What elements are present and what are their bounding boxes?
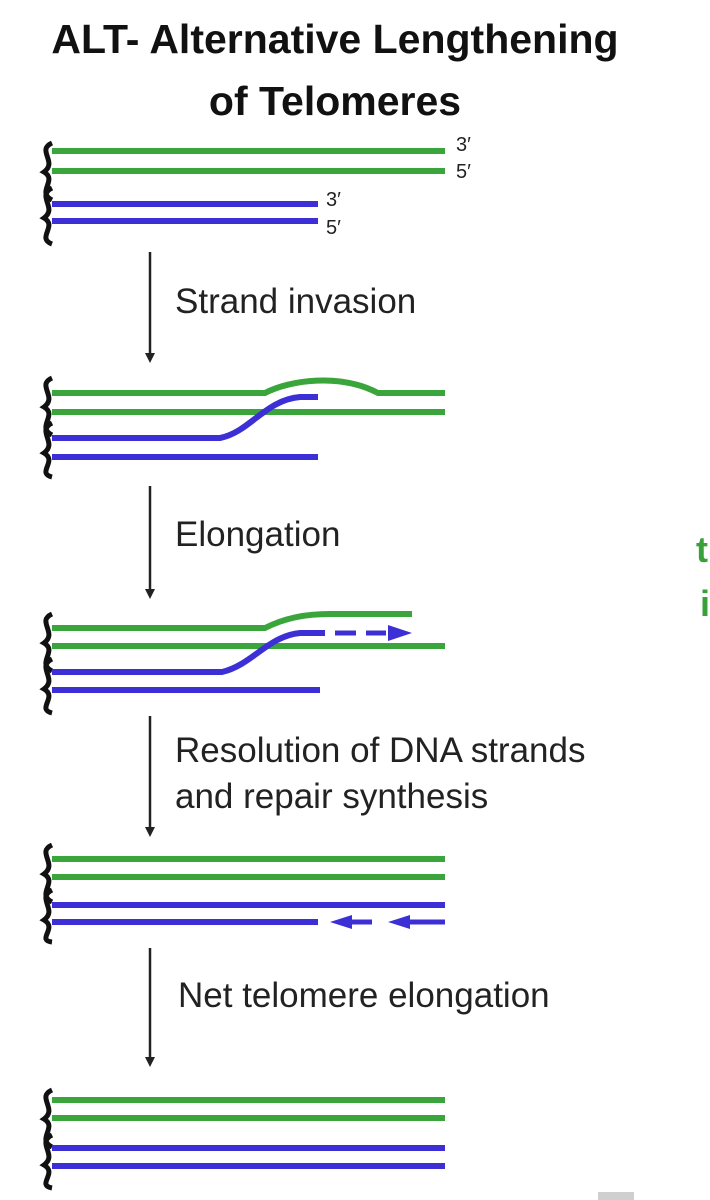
corner-mark xyxy=(598,1192,634,1200)
chromosome-end-bracket xyxy=(39,1087,54,1191)
repair-synthesis-dashed-arrow xyxy=(330,915,445,929)
cropped-side-text-2: i xyxy=(700,583,710,624)
green-strand-top-displaced xyxy=(52,611,412,631)
step-label-elongation: Elongation xyxy=(175,515,340,554)
extension-arrowhead xyxy=(388,625,412,641)
cropped-side-text-1: t xyxy=(696,529,708,570)
step-label-resolution-line-2: and repair synthesis xyxy=(175,777,488,816)
blue-strand-invading xyxy=(52,630,325,675)
blue-3prime-label: 3′ xyxy=(326,189,341,211)
step-label-net-elongation: Net telomere elongation xyxy=(178,976,550,1015)
chromosome-end-bracket xyxy=(39,611,54,716)
stage-4-resolution xyxy=(39,842,445,945)
stage-5-net-elongation xyxy=(39,1087,445,1191)
chromosome-end-bracket xyxy=(39,375,54,480)
title-line-2: of Telomeres xyxy=(208,78,462,124)
chromosome-end-bracket xyxy=(39,140,54,247)
green-3prime-label: 3′ xyxy=(456,134,471,156)
step-label-strand-invasion: Strand invasion xyxy=(175,282,416,321)
stage-3-elongation xyxy=(39,611,445,716)
green-strand-top-displaced xyxy=(52,377,445,396)
repair-arrowhead xyxy=(330,915,352,929)
repair-arrowhead xyxy=(388,915,410,929)
step-label-resolution-line-1: Resolution of DNA strands xyxy=(175,731,585,770)
blue-extension-dashed-arrow xyxy=(335,625,412,641)
stage-2-strand-invasion xyxy=(39,375,445,480)
green-5prime-label: 5′ xyxy=(456,161,471,183)
stage-1-initial: 3′ 5′ 3′ 5′ xyxy=(39,134,471,247)
title-line-1: ALT- Alternative Lengthening xyxy=(51,16,619,62)
page-title: ALT- Alternative Lengthening of Telomere… xyxy=(0,8,670,132)
chromosome-end-bracket xyxy=(39,842,54,945)
blue-5prime-label: 5′ xyxy=(326,217,341,239)
blue-strand-invading xyxy=(52,394,318,441)
